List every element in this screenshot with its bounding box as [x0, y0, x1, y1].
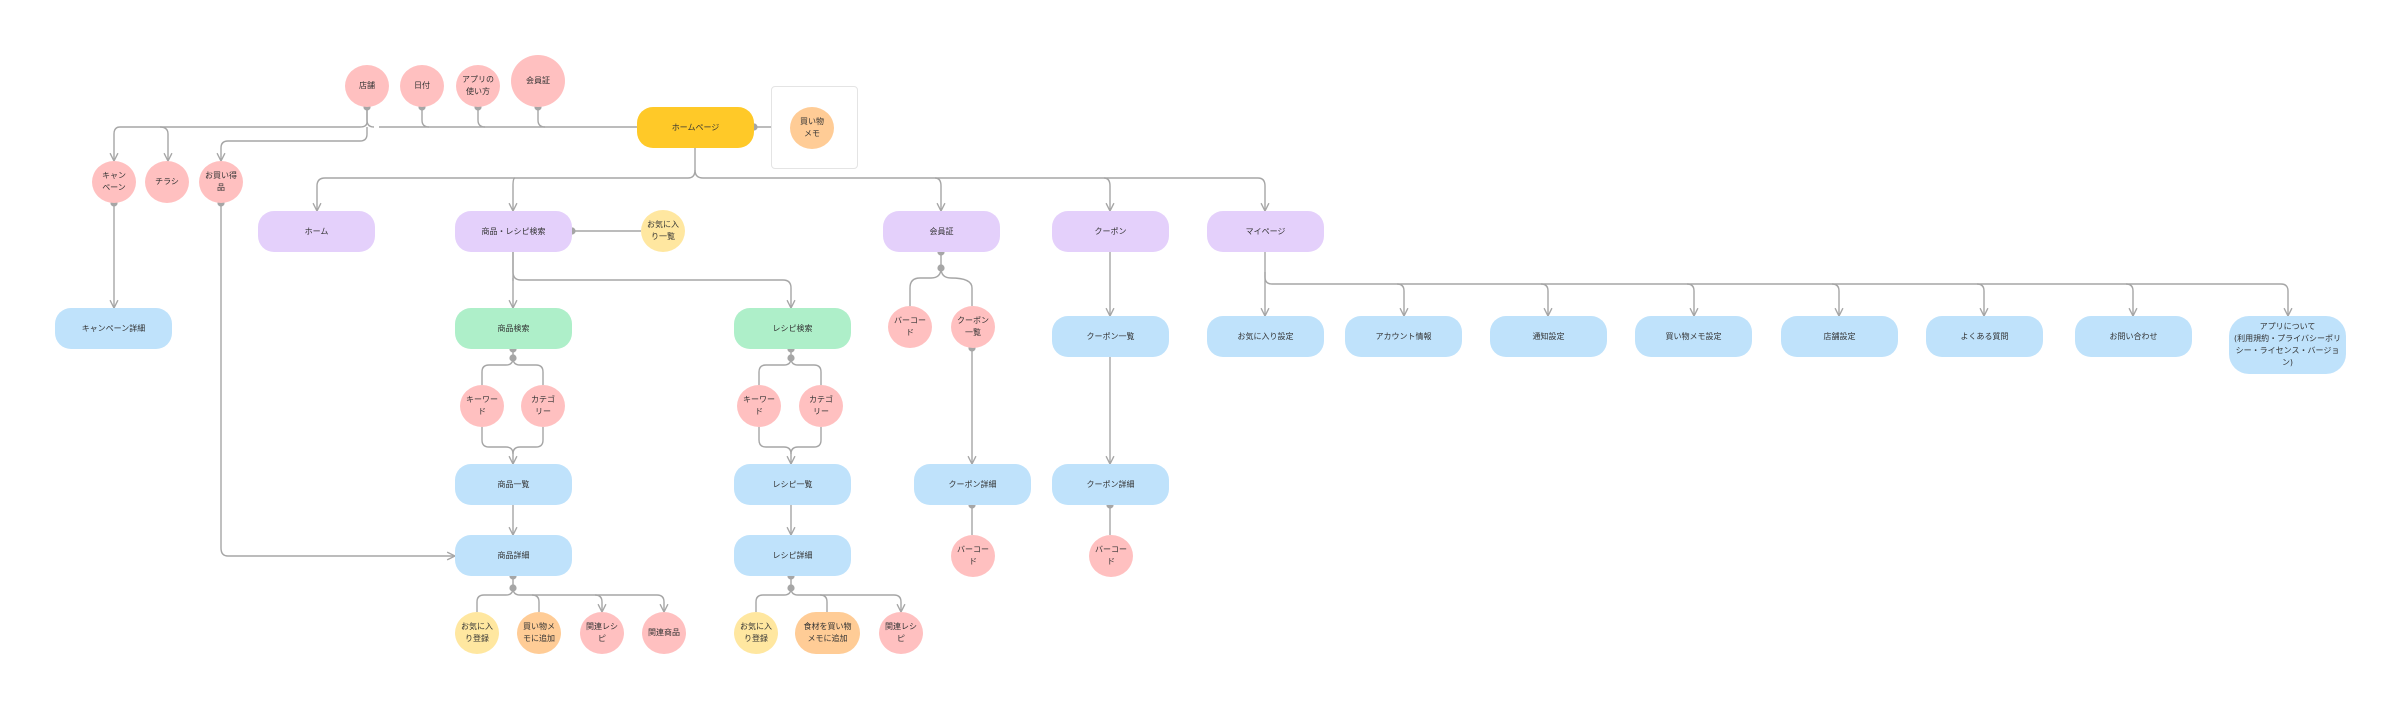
node-deals[interactable]: お買い得 品	[199, 161, 243, 203]
connector-dot	[787, 354, 795, 362]
connector	[532, 594, 602, 612]
connector	[790, 587, 828, 612]
node-member-card-section[interactable]: 会員証	[883, 211, 1000, 252]
connector	[159, 126, 168, 161]
connector	[481, 349, 514, 385]
connector	[512, 587, 540, 612]
connector	[909, 252, 942, 306]
node-mypage-faq[interactable]: よくある質問	[1926, 316, 2043, 357]
node-favorites-list[interactable]: お気に入 り一覧	[641, 210, 685, 252]
connector	[1397, 283, 1548, 316]
node-app-usage[interactable]: アプリの 使い方	[456, 65, 500, 107]
node-mypage-favorite-settings[interactable]: お気に入り設定	[1207, 316, 1324, 357]
connector	[481, 427, 513, 464]
connector-dot	[509, 584, 517, 592]
node-recipe-favorite[interactable]: お気に入 り登録	[734, 612, 778, 654]
node-mypage-account[interactable]: アカウント情報	[1345, 316, 1462, 357]
node-coupon[interactable]: クーポン	[1052, 211, 1169, 252]
connector-dot	[787, 584, 795, 592]
node-member-card-barcode[interactable]: バーコー ド	[888, 306, 932, 348]
node-coupon-barcode[interactable]: バーコー ド	[1089, 535, 1133, 577]
connector-dot	[937, 264, 945, 272]
node-recipe-keyword[interactable]: キーワー ド	[737, 385, 781, 427]
connector	[1541, 283, 1694, 316]
node-product-category[interactable]: カテゴ リー	[521, 385, 565, 427]
node-campaign-detail[interactable]: キャンペーン詳細	[55, 308, 172, 349]
connector	[513, 177, 515, 211]
node-recipe-list[interactable]: レシピ一覧	[734, 464, 851, 505]
connector	[2126, 283, 2288, 316]
node-member-card-coupon-detail[interactable]: クーポン詳細	[914, 464, 1031, 505]
connector	[476, 576, 514, 612]
node-member-card-coupon-list[interactable]: クーポン 一覧	[951, 306, 995, 348]
connector	[512, 357, 544, 385]
connector	[512, 252, 791, 308]
connector	[758, 427, 791, 464]
connector	[220, 203, 455, 556]
connector	[790, 427, 822, 455]
node-product-related-product[interactable]: 関連商品	[642, 612, 686, 654]
node-coupon-list[interactable]: クーポン一覧	[1052, 316, 1169, 357]
node-homepage[interactable]: ホームページ	[637, 107, 754, 148]
connector	[1832, 283, 1984, 316]
node-recipe-detail[interactable]: レシピ詳細	[734, 535, 851, 576]
node-product-recipe-search[interactable]: 商品・レシピ検索	[455, 211, 572, 252]
node-flyer[interactable]: チラシ	[145, 161, 189, 203]
node-product-search[interactable]: 商品検索	[455, 308, 572, 349]
node-product-keyword[interactable]: キーワー ド	[460, 385, 504, 427]
node-mypage-memo-settings[interactable]: 買い物メモ設定	[1635, 316, 1752, 357]
connector	[790, 357, 822, 385]
connector	[694, 169, 941, 211]
connector	[758, 349, 792, 385]
connector	[114, 110, 368, 161]
node-member-card-detail-barcode[interactable]: バーコー ド	[951, 535, 995, 577]
connector	[595, 594, 664, 612]
connector	[755, 576, 792, 612]
connector	[317, 148, 696, 211]
node-recipe-add-memo[interactable]: 食材を買い物 メモに追加	[795, 612, 860, 654]
node-mypage-store-settings[interactable]: 店舗設定	[1781, 316, 1898, 357]
connector	[940, 267, 973, 306]
node-product-related-recipe[interactable]: 関連レシ ピ	[580, 612, 624, 654]
node-mypage[interactable]: マイページ	[1207, 211, 1324, 252]
connector	[1687, 283, 1839, 316]
node-mypage-contact[interactable]: お問い合わせ	[2075, 316, 2192, 357]
node-campaign[interactable]: キャン ペーン	[92, 161, 136, 203]
connector-dot	[509, 354, 517, 362]
connector	[1264, 272, 1404, 316]
node-store[interactable]: 店舗	[345, 65, 389, 107]
connector	[512, 427, 544, 455]
node-mypage-about[interactable]: アプリについて (利用規約・プライバシーポリ シー・ライセンス・バージョン)	[2229, 316, 2346, 374]
node-product-favorite[interactable]: お気に入 り登録	[455, 612, 499, 654]
connector	[477, 107, 486, 128]
node-recipe-search[interactable]: レシピ検索	[734, 308, 851, 349]
connector	[537, 107, 546, 128]
node-product-add-memo[interactable]: 買い物メ モに追加	[517, 612, 561, 654]
node-date[interactable]: 日付	[400, 65, 444, 107]
node-coupon-detail[interactable]: クーポン詳細	[1052, 464, 1169, 505]
node-member-card[interactable]: 会員証	[511, 55, 565, 107]
connector	[421, 107, 430, 128]
connector	[1104, 177, 1265, 211]
node-product-list[interactable]: 商品一覧	[455, 464, 572, 505]
node-shopping-memo[interactable]: 買い物 メモ	[790, 107, 834, 149]
node-mypage-notification[interactable]: 通知設定	[1490, 316, 1607, 357]
node-recipe-related-recipe[interactable]: 関連レシ ピ	[879, 612, 923, 654]
node-home[interactable]: ホーム	[258, 211, 375, 252]
connector	[820, 594, 901, 612]
connector	[1977, 283, 2133, 316]
connector	[221, 127, 368, 161]
node-product-detail[interactable]: 商品詳細	[455, 535, 572, 576]
connector	[935, 177, 1110, 211]
node-recipe-category[interactable]: カテゴ リー	[799, 385, 843, 427]
